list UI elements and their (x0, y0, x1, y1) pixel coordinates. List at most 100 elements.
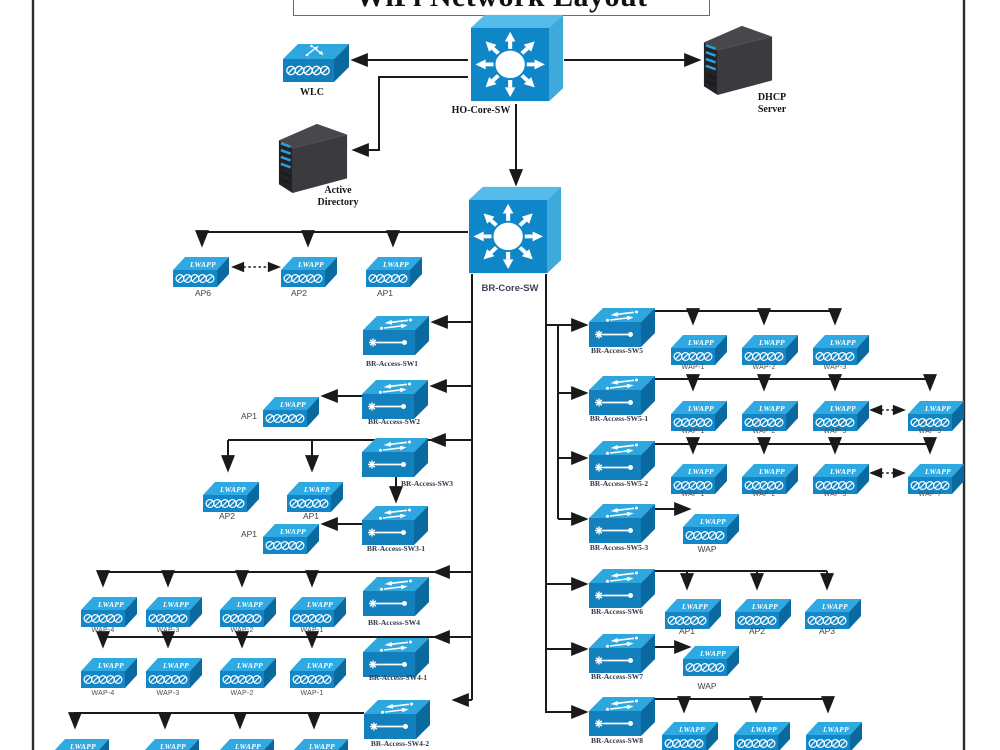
ap-icon (741, 463, 799, 495)
node-wap-sw4-2-b[interactable] (142, 731, 200, 750)
sw-icon (361, 505, 429, 546)
node-wap5-sw5-1[interactable] (907, 393, 965, 432)
node-ap6[interactable] (172, 249, 230, 288)
label-br-access-sw1: BR-Access-SW1 (365, 359, 419, 368)
node-wap3-sw4[interactable] (145, 589, 203, 628)
node-wap3-sw5-1[interactable] (812, 393, 870, 432)
label-br-access-sw8: BR-Access-SW8 (590, 736, 644, 745)
connector-line (351, 76, 468, 157)
ap-icon (217, 738, 275, 750)
label-ho-core-sw: HO-Core-SW (451, 105, 511, 116)
node-wap1-sw5[interactable] (670, 327, 728, 366)
label-wap1-sw5: WAP-1 (681, 364, 705, 371)
node-br-access-sw5-3[interactable] (588, 503, 656, 544)
node-wlc[interactable] (282, 40, 350, 83)
label-ap2-sw3: AP2 (218, 511, 236, 521)
label-wap2-sw4-1: WAP-2 (230, 690, 254, 697)
label-br-access-sw3-1: BR-Access-SW3-1 (366, 544, 426, 553)
ap-icon (172, 256, 230, 288)
node-br-access-sw8[interactable] (588, 696, 656, 737)
ap-icon (804, 598, 862, 630)
ap-icon (262, 396, 320, 428)
core-icon (469, 187, 561, 273)
node-br-access-sw5-1[interactable] (588, 375, 656, 416)
node-br-access-sw5[interactable] (588, 307, 656, 348)
node-wap2-sw4[interactable] (219, 589, 277, 628)
ap-icon (812, 334, 870, 366)
node-wap7-sw5-2[interactable] (907, 456, 965, 495)
node-ap2-sw6[interactable] (734, 591, 792, 630)
node-wap1-sw4-1[interactable] (289, 650, 347, 689)
node-ap2-top[interactable] (280, 249, 338, 288)
node-br-access-sw2[interactable] (361, 379, 429, 420)
node-wap-sw7[interactable] (682, 638, 740, 677)
node-wap2-sw4-1[interactable] (219, 650, 277, 689)
server-icon (702, 24, 774, 97)
node-wap2-sw5[interactable] (741, 327, 799, 366)
node-wap1-sw5-2[interactable] (670, 456, 728, 495)
node-wap3-sw8[interactable] (805, 714, 863, 750)
node-br-access-sw3[interactable] (361, 437, 429, 478)
node-br-access-sw4-2[interactable] (363, 699, 431, 740)
ap-icon (907, 400, 965, 432)
node-ap1-top[interactable] (365, 249, 423, 288)
label-wap1-sw5-1: WAP-1 (681, 428, 705, 435)
node-wap1-sw5-1[interactable] (670, 393, 728, 432)
node-br-access-sw1[interactable] (362, 315, 430, 356)
node-ap3-sw6[interactable] (804, 591, 862, 630)
node-ap1-sw6[interactable] (664, 591, 722, 630)
label-wap1-sw5-2: WAP-1 (681, 491, 705, 498)
label-wap-sw7: WAP (697, 681, 717, 691)
node-wap-sw5-3[interactable] (682, 506, 740, 545)
node-br-access-sw3-1[interactable] (361, 505, 429, 546)
label-br-access-sw5-1: BR-Access-SW5-1 (589, 414, 649, 423)
node-wap2-sw5-1[interactable] (741, 393, 799, 432)
node-ho-core-sw[interactable] (470, 14, 564, 102)
node-dhcp-server[interactable] (701, 20, 775, 97)
sw-icon (362, 637, 430, 678)
node-br-access-sw5-2[interactable] (588, 440, 656, 481)
label-br-access-sw3: BR-Access-SW3 (400, 479, 454, 488)
ap-icon (365, 256, 423, 288)
node-br-access-sw4[interactable] (362, 576, 430, 617)
node-wap3-sw5-2[interactable] (812, 456, 870, 495)
sw-icon (361, 379, 429, 420)
node-ap2-sw3[interactable] (202, 474, 260, 513)
ap-icon (805, 721, 863, 750)
label-br-access-sw2: BR-Access-SW2 (367, 417, 421, 426)
node-br-core-sw[interactable] (468, 186, 562, 274)
node-wap1-sw4[interactable] (289, 589, 347, 628)
ap-icon (670, 400, 728, 432)
label-wap-sw5-3: WAP (697, 544, 717, 554)
node-wap-sw4-2-c[interactable] (217, 731, 275, 750)
sw-icon (362, 315, 430, 356)
node-wap2-sw5-2[interactable] (741, 456, 799, 495)
connector-line (195, 230, 468, 248)
sw-icon (588, 440, 656, 481)
node-br-access-sw4-1[interactable] (362, 637, 430, 678)
node-wap2-sw8[interactable] (733, 714, 791, 750)
label-wap1-sw4-1: WAP-1 (300, 690, 324, 697)
node-br-access-sw6[interactable] (588, 568, 656, 609)
label-wap5-sw5-1: WAP-5 (918, 428, 942, 435)
sw-icon (588, 633, 656, 674)
node-wap3-sw5[interactable] (812, 327, 870, 366)
node-ap1-sw3[interactable] (286, 474, 344, 513)
node-ap1-sw2[interactable] (262, 389, 320, 428)
node-wap4-sw4-1[interactable] (80, 650, 138, 689)
node-active-directory[interactable] (276, 118, 350, 195)
label-wap4-sw4: WAP-4 (91, 627, 115, 634)
label-wap3-sw5-1: WAP-3 (823, 428, 847, 435)
node-wap4-sw4[interactable] (80, 589, 138, 628)
ap-icon (741, 400, 799, 432)
sw-icon (588, 503, 656, 544)
node-wap1-sw8[interactable] (661, 714, 719, 750)
node-wap3-sw4-1[interactable] (145, 650, 203, 689)
node-ap1-sw3-1[interactable] (262, 516, 320, 555)
node-br-access-sw7[interactable] (588, 633, 656, 674)
node-wap-sw4-2-d[interactable] (291, 731, 349, 750)
ap-icon (289, 657, 347, 689)
node-wap-sw4-2-a[interactable] (52, 731, 110, 750)
label-wap2-sw5: WAP-2 (752, 364, 776, 371)
